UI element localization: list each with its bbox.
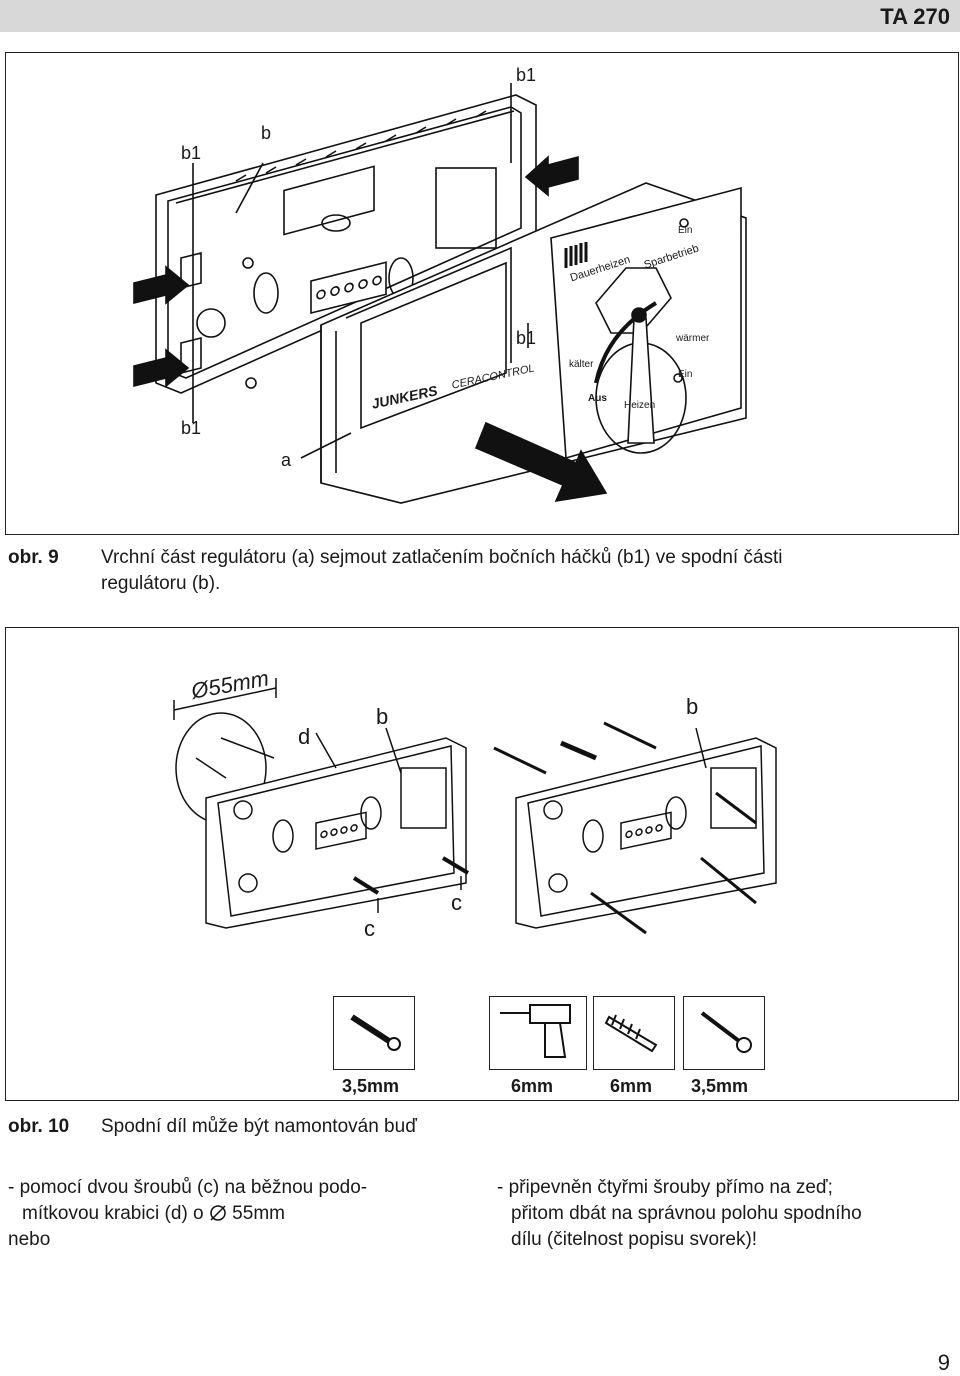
callout-b: b xyxy=(261,123,272,143)
tool-box-drill xyxy=(489,996,587,1070)
diameter-symbol-icon xyxy=(209,1204,227,1222)
dial-bottom-label: Heizen xyxy=(624,400,656,411)
tool-box-wood-screw xyxy=(683,996,765,1070)
left-column-line3: nebo xyxy=(8,1229,51,1250)
tool-size-wood-screw: 3,5mm xyxy=(691,1076,749,1096)
figure-9-illustration xyxy=(133,83,747,504)
callout-c-right: c xyxy=(451,890,462,915)
figure-10-caption: Spodní díl může být namontován buď xyxy=(101,1116,417,1137)
right-column-line1: - připevněn čtyřmi šrouby přímo na zeď; xyxy=(497,1177,833,1198)
screw-icon xyxy=(350,1014,401,1051)
callout-b1-mid: b1 xyxy=(516,328,537,348)
right-column-line2: přitom dbát na správnou polohu spodního xyxy=(511,1203,862,1224)
page-number: 9 xyxy=(937,1350,950,1375)
callout-c-left: c xyxy=(364,916,375,941)
figure-10-illustration xyxy=(173,678,777,935)
page-header-bar xyxy=(0,0,960,32)
figure-9-frame: b1 b1 b b1 b1 a JUNKERS CERACONTROL Daue… xyxy=(5,52,959,535)
figure-9-caption-line1: Vrchní část regulátoru (a) sejmout zatla… xyxy=(101,547,783,568)
drill-icon xyxy=(500,1004,571,1058)
tool-size-wall-plug: 6mm xyxy=(610,1076,653,1096)
wood-screw-icon xyxy=(700,1011,752,1053)
callout-b-right: b xyxy=(686,694,699,719)
left-column-line1: - pomocí dvou šroubů (c) na běžnou podo- xyxy=(8,1177,368,1198)
dial-label-right: wärmer xyxy=(676,333,710,344)
tool-size-drill: 6mm xyxy=(511,1076,554,1096)
left-column-line2: mítkovou krabici (d) o 55mm xyxy=(22,1201,462,1227)
left-column-line2-text: mítkovou krabici (d) o xyxy=(22,1203,209,1224)
tool-box-screw xyxy=(333,996,415,1070)
right-column-line3: dílu (čitelnost popisu svorek)! xyxy=(511,1229,758,1250)
dial-off-label: Aus xyxy=(588,393,607,404)
figure-9-label: obr. 9 xyxy=(8,547,59,568)
callout-b1-top: b1 xyxy=(516,65,537,85)
document-code: TA 270 xyxy=(880,4,950,29)
figure-10-label: obr. 10 xyxy=(8,1116,70,1137)
dial-ein-label: Ein xyxy=(678,369,693,380)
tool-size-screw: 3,5mm xyxy=(342,1076,400,1096)
figure-10-frame: Ø55mm d b b c c 3,5mm 6mm xyxy=(5,627,959,1101)
callout-b1-left: b1 xyxy=(181,143,202,163)
switch-ein-label: Ein xyxy=(678,225,693,236)
callout-a: a xyxy=(281,450,292,470)
left-column-line2-size: 55mm xyxy=(226,1203,285,1224)
callout-b-left: b xyxy=(376,704,389,729)
wall-plug-icon xyxy=(604,1014,658,1053)
figure-9-caption-line2: regulátoru (b). xyxy=(101,573,221,594)
callout-d: d xyxy=(298,724,311,749)
tool-box-wall-plug xyxy=(593,996,675,1070)
dial-label-left: kälter xyxy=(569,359,594,370)
callout-b1-bottom: b1 xyxy=(181,418,202,438)
